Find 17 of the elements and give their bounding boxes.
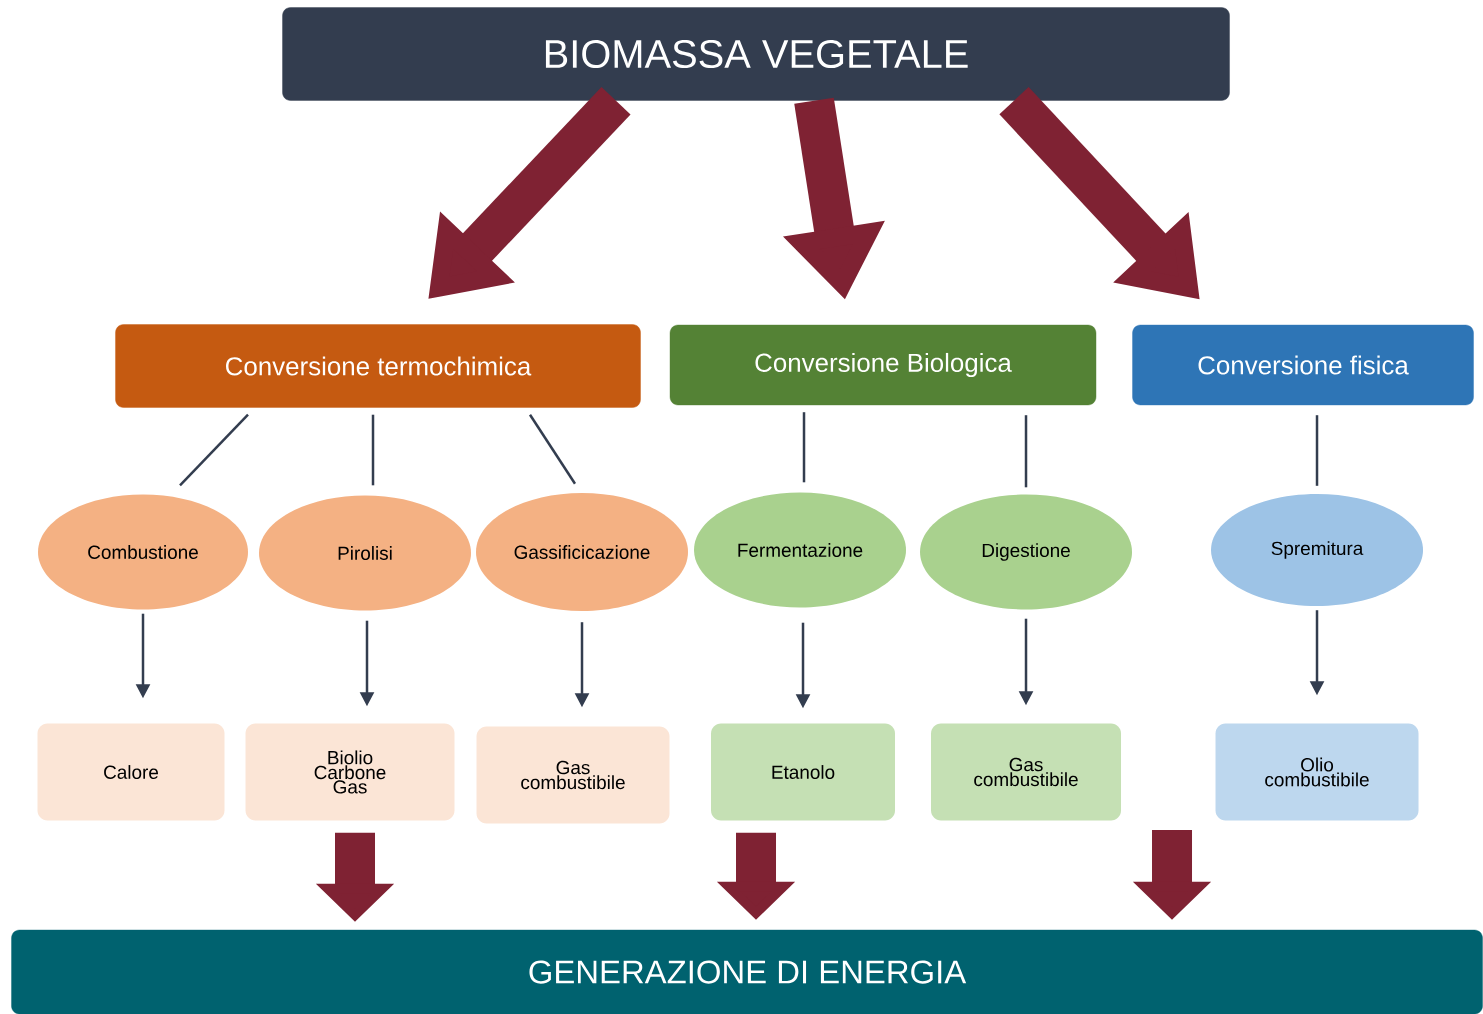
product-box: Gas combustibile [931,723,1121,821]
title-box: BIOMASSA VEGETALE [282,7,1230,101]
title-box: GENERAZIONE DI ENERGIA [11,929,1483,1014]
connector-line [179,413,249,487]
title-box: Conversione Biologica [669,324,1097,406]
connector-line [1024,415,1028,488]
connector-line [1315,415,1319,486]
product-box: Calore [37,723,225,821]
title-box: Conversione termochimica [115,324,641,408]
product-box: Biolio Carbone Gas [245,723,455,821]
connector-line [371,414,375,486]
title-box: Conversione fisica [1132,324,1474,406]
connector-line [528,414,577,485]
product-box: Etanolo [711,723,895,821]
product-box: Olio combustibile [1215,723,1419,821]
product-box: Gas combustibile [476,726,670,824]
connector-line [802,412,806,483]
